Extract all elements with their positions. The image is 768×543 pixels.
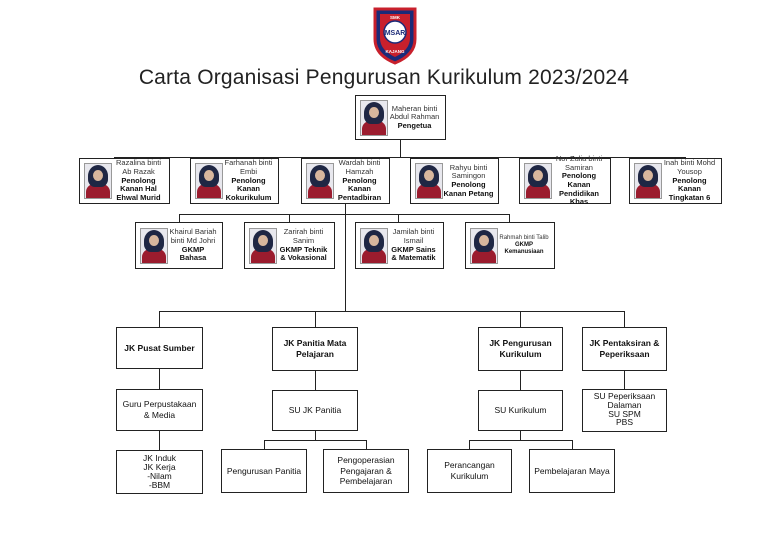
- portrait-photo: [249, 227, 277, 264]
- person-name: Rahyu binti Samingon: [449, 162, 488, 181]
- portrait-photo: [195, 163, 223, 199]
- connector: [315, 371, 316, 390]
- principal-role: Pengetua: [397, 120, 432, 130]
- connector: [398, 214, 399, 222]
- su-peperiksaan-line: PBS: [615, 417, 633, 428]
- su-peperiksaan-line: SU SPM: [608, 408, 641, 419]
- person-role: GKMP Kemanusiaan: [504, 242, 544, 255]
- person-name: Zarirah binti Sanim: [283, 227, 324, 245]
- person-name: Wardah binti Hamzah: [338, 158, 381, 177]
- person-role: Penolong Kanan Tingkatan 6: [668, 175, 711, 202]
- person-name: Nor Zulia binti Samiran: [555, 154, 603, 172]
- connector: [509, 214, 510, 222]
- jk-induk-line: JK Kerja: [143, 462, 176, 473]
- committee-pusat-sumber: JK Pusat Sumber: [116, 327, 203, 369]
- person-role: GKMP Teknik & Vokasional: [279, 244, 328, 263]
- connector: [264, 440, 366, 441]
- connector: [624, 311, 625, 327]
- connector: [520, 431, 521, 440]
- connector: [114, 157, 686, 158]
- jk-induk-line: -BBM: [148, 479, 171, 490]
- logo-top-text: SMK: [390, 15, 401, 20]
- portrait-photo: [634, 163, 662, 199]
- person-name: Rahmah binti Talib: [499, 235, 549, 242]
- person-name: Jamilah binti Ismail: [392, 227, 435, 245]
- jk-induk-box: JK Induk JK Kerja -Nilam -BBM: [116, 450, 203, 494]
- connector: [159, 431, 160, 450]
- portrait-photo: [84, 163, 112, 199]
- jk-induk-line: -Nilam: [147, 471, 172, 481]
- connector: [400, 140, 401, 158]
- connector: [469, 440, 572, 441]
- connector: [159, 369, 160, 389]
- portrait-photo: [470, 227, 498, 264]
- person-role: Penolong Kanan Pentadbiran: [337, 175, 382, 202]
- person-role: Penolong Kanan Hal Ehwal Murid: [116, 175, 161, 202]
- portrait-photo: [415, 163, 443, 199]
- person-role: GKMP Sains & Matematik: [391, 244, 436, 263]
- logo-text: MSAR: [385, 30, 406, 37]
- principal-name: Maheran binti Abdul Rahman: [389, 103, 440, 122]
- pembelajaran-maya-box: Pembelajaran Maya: [529, 449, 615, 493]
- jk-induk-line: JK Induk: [142, 453, 177, 464]
- portrait-photo: [360, 227, 388, 264]
- committee-pengurusan-kurikulum: JK Pengurusan Kurikulum: [478, 327, 563, 371]
- person-name: Inah binti Mohd Yousop: [663, 158, 716, 177]
- person-role: Penolong Kanan Pendidikan Khas: [558, 171, 599, 207]
- pengoperasian-box: Pengoperasian Pengajaran & Pembelajaran: [323, 449, 409, 493]
- person-role: Penolong Kanan Petang: [443, 180, 494, 198]
- school-logo: MSAR SMK KAJANG: [371, 5, 419, 65]
- su-kurikulum-box: SU Kurikulum: [478, 390, 563, 431]
- connector: [315, 311, 316, 327]
- connector: [159, 311, 625, 312]
- su-panitia-box: SU JK Panitia: [272, 390, 358, 431]
- pengurusan-panitia-box: Pengurusan Panitia: [221, 449, 307, 493]
- portrait-photo: [306, 163, 334, 199]
- person-role: GKMP Bahasa: [179, 244, 207, 263]
- connector: [345, 204, 346, 312]
- logo-subtext: KAJANG: [385, 49, 405, 54]
- page-title: Carta Organisasi Pengurusan Kurikulum 20…: [138, 66, 630, 89]
- portrait-photo: [524, 163, 552, 199]
- connector: [159, 311, 160, 327]
- connector: [179, 214, 510, 215]
- connector: [179, 214, 180, 222]
- connector: [624, 371, 625, 389]
- portrait-photo: [360, 99, 388, 136]
- connector: [289, 214, 290, 222]
- person-name: Khairul Bariah binti Md Johri: [169, 227, 217, 245]
- connector: [264, 440, 265, 449]
- connector: [315, 431, 316, 440]
- portrait-photo: [140, 227, 168, 264]
- person-name: Razalina binti Ab Razak: [115, 158, 162, 177]
- person-role: Penolong Kanan Kokurikulum: [225, 175, 272, 202]
- committee-panitia: JK Panitia Mata Pelajaran: [272, 327, 358, 371]
- connector: [520, 371, 521, 390]
- connector: [520, 311, 521, 327]
- su-peperiksaan-box: SU Peperiksaan Dalaman SU SPM PBS: [582, 389, 667, 432]
- media-teacher-box: Guru Perpustakaan & Media: [116, 389, 203, 431]
- su-peperiksaan-line: SU Peperiksaan Dalaman: [593, 390, 656, 410]
- perancangan-kurikulum-box: Perancangan Kurikulum: [427, 449, 512, 493]
- connector: [572, 440, 573, 449]
- person-name: Farhanah binti Embi: [224, 158, 273, 177]
- connector: [469, 440, 470, 449]
- committee-pentaksiran: JK Pentaksiran & Peperiksaan: [582, 327, 667, 371]
- connector: [366, 440, 367, 449]
